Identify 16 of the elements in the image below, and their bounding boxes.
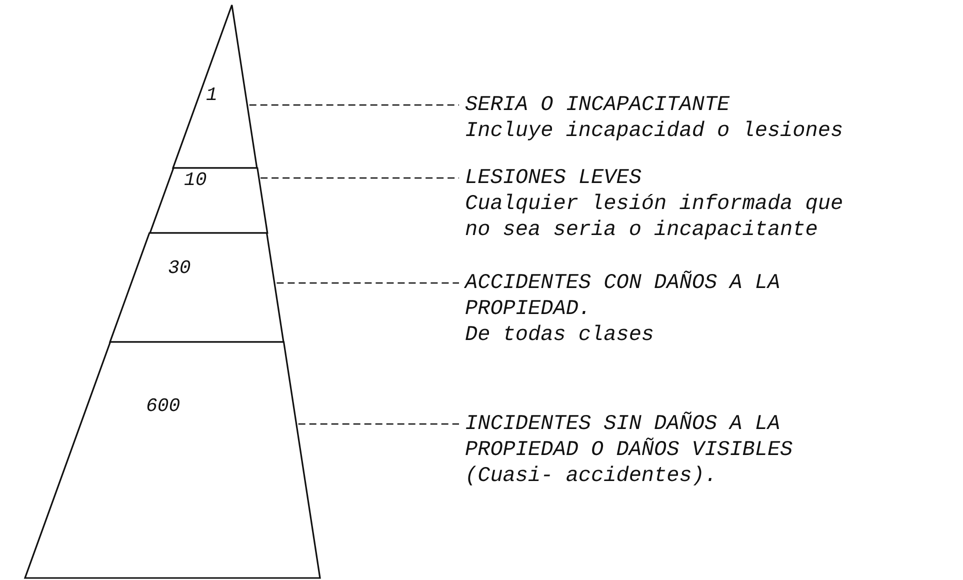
- category-heading: LESIONES LEVES: [465, 166, 642, 192]
- leader-line: [298, 423, 459, 425]
- level-count: 600: [146, 395, 180, 417]
- category-heading: INCIDENTES SIN DAÑOS A LA PROPIEDAD O DAÑOS VISIBLES (Cuasi- accidentes).: [465, 412, 794, 490]
- level-count: 10: [184, 169, 207, 191]
- level-count: 1: [206, 84, 218, 106]
- category-description: Incluye incapacidad o lesiones: [465, 119, 844, 145]
- leader-line: [260, 177, 459, 179]
- category-heading: ACCIDENTES CON DAÑOS A LA PROPIEDAD.: [465, 271, 782, 323]
- pyramid-level: [173, 5, 258, 168]
- category-description: Cualquier lesión informada que no sea seria o incapacitante: [465, 192, 844, 244]
- leader-line: [276, 282, 459, 284]
- level-count: 30: [168, 257, 191, 279]
- category-heading: SERIA O INCAPACITANTE: [465, 93, 731, 119]
- category-description: De todas clases: [465, 323, 656, 349]
- leader-line: [249, 104, 459, 106]
